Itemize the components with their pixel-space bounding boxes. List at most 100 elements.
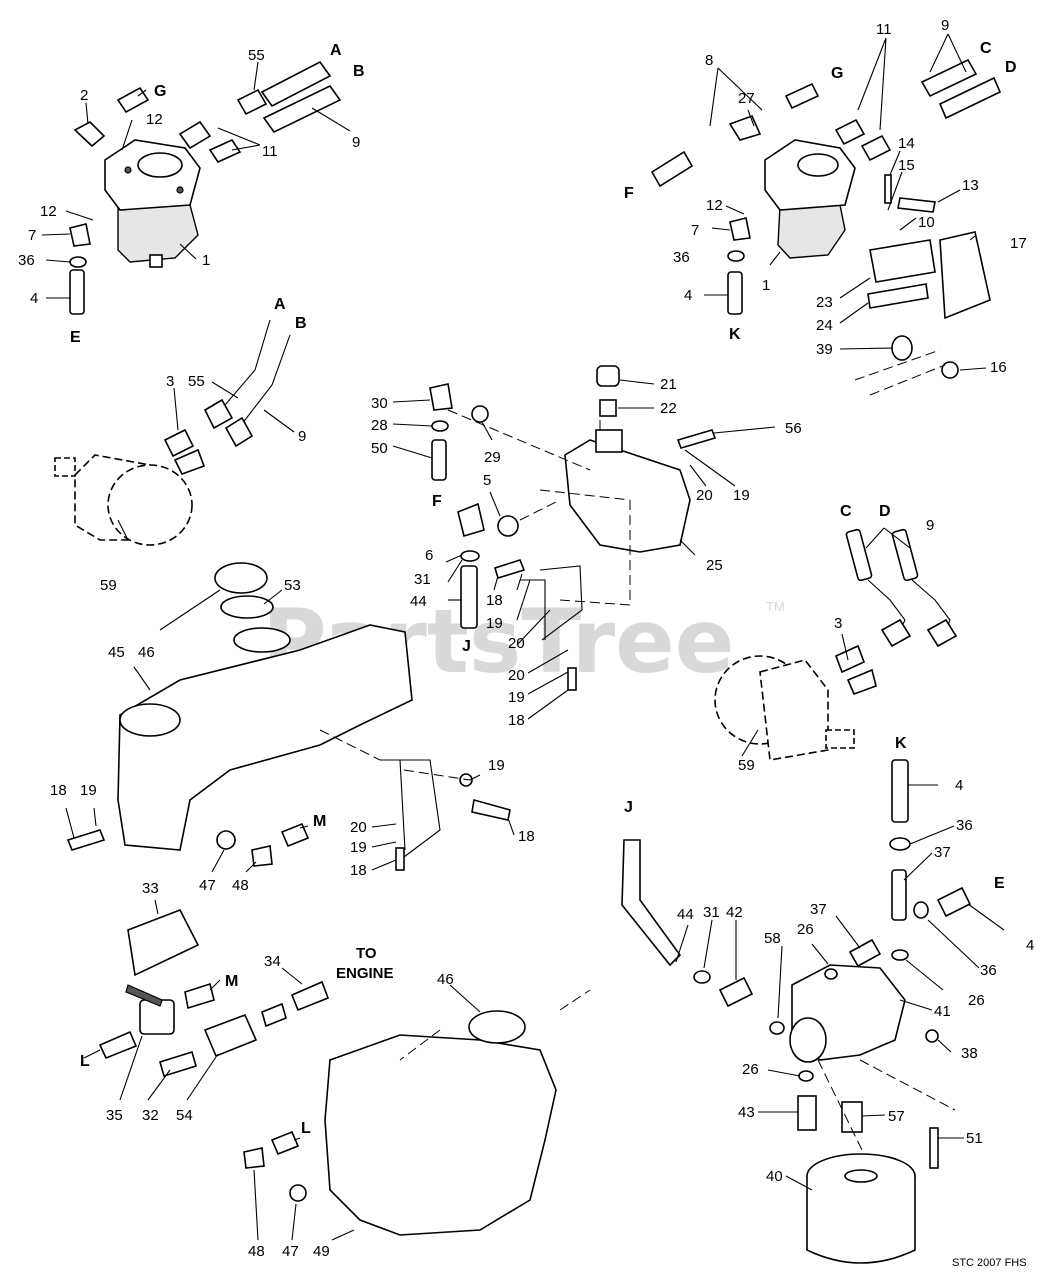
fuel-pump-right [764, 139, 856, 259]
callout: 19 [733, 487, 750, 504]
fitting-2 [73, 121, 106, 148]
spacer-39 [891, 335, 913, 361]
callout: 29 [484, 449, 501, 466]
callout: 18 [486, 592, 503, 609]
bolt-18-left [66, 829, 106, 851]
watermark-trademark: TM [766, 599, 785, 614]
callout: 3 [834, 615, 842, 632]
clamp-36-left [69, 256, 87, 268]
fitting-42 [718, 976, 754, 1008]
callout: 12 [146, 111, 163, 128]
oil-filter-40 [806, 1153, 916, 1264]
letter-label: J [624, 799, 633, 816]
letter-label: M [313, 813, 326, 830]
leader-lines [41, 33, 1005, 1241]
fitting-7-left [69, 223, 91, 247]
callout: 38 [961, 1045, 978, 1062]
callout: 11 [876, 21, 892, 38]
hose-k-top [727, 271, 743, 315]
letter-label: A [330, 42, 342, 59]
letter-label: K [729, 326, 741, 343]
callout: 51 [966, 1130, 983, 1147]
cap-46-bottom [468, 1010, 526, 1044]
hose-e-right [936, 886, 972, 918]
fitting-47-bottom [289, 1184, 307, 1202]
letter-label: L [301, 1120, 311, 1137]
callout: 36 [673, 249, 690, 266]
fittings-3-left [163, 428, 206, 475]
valve-35 [125, 984, 175, 1035]
to-engine-label-line1: TO [356, 945, 377, 962]
callout: 25 [706, 557, 723, 574]
fittings-3-right [834, 644, 877, 696]
callout: 50 [371, 440, 388, 457]
callout: 28 [371, 417, 388, 434]
letter-label: M [225, 973, 238, 990]
callout: 14 [898, 135, 915, 152]
callout: 26 [797, 921, 814, 938]
callout: 40 [766, 1168, 783, 1185]
callout: 37 [934, 844, 951, 861]
tank-mount-lines [447, 409, 631, 606]
callout: 8 [705, 52, 713, 69]
filter-housing-41 [789, 964, 906, 1063]
hose-f-mid [431, 439, 447, 481]
clamp-28 [431, 420, 449, 432]
callout: 27 [738, 90, 755, 107]
fitting-11a [178, 120, 212, 150]
bolt-13 [897, 197, 936, 213]
callout: 4 [1026, 937, 1034, 954]
letter-label: J [462, 638, 471, 655]
callout: 1 [202, 252, 210, 269]
callout: 36 [956, 817, 973, 834]
mount-outline [854, 349, 946, 396]
nipple-57 [841, 1101, 863, 1133]
callout: 41 [934, 1003, 951, 1020]
hose-k-right [891, 759, 909, 823]
callout: 53 [284, 577, 301, 594]
bolt-18-right [471, 798, 511, 821]
callout: 33 [142, 880, 159, 897]
callout: 56 [785, 420, 802, 437]
hose-j-mid [460, 565, 478, 629]
callout: 12 [706, 197, 723, 214]
callout: 18 [50, 782, 67, 799]
callout: 30 [371, 395, 388, 412]
bracket-33 [127, 908, 200, 977]
callout: 54 [176, 1107, 193, 1124]
bolt-56 [676, 429, 717, 449]
to-engine-label-line2: ENGINE [336, 965, 394, 982]
callout: 44 [410, 593, 427, 610]
callout: 10 [918, 214, 935, 231]
callout: 21 [660, 376, 677, 393]
callout: 32 [142, 1107, 159, 1124]
letter-label: K [895, 735, 907, 752]
bolt-18-lower [567, 667, 577, 691]
letter-label: B [295, 315, 307, 332]
hose-a-left [260, 60, 332, 108]
callout: 9 [926, 517, 934, 534]
callout: 55 [188, 373, 205, 390]
filter-54 [203, 1013, 258, 1058]
letter-label: L [80, 1053, 90, 1070]
hose-m-tank [280, 822, 310, 848]
bolt-18-mid [494, 559, 526, 580]
callout: 37 [810, 901, 827, 918]
grommet-5 [497, 515, 519, 537]
callout: 39 [816, 341, 833, 358]
callout: 47 [282, 1243, 299, 1260]
callout: 20 [696, 487, 713, 504]
hose-f-right [650, 150, 694, 188]
oring-26-c [798, 1070, 814, 1082]
letter-label: E [70, 329, 81, 346]
grommet-29 [471, 405, 489, 423]
callout: 36 [18, 252, 35, 269]
callout: 9 [298, 428, 306, 445]
callout: 22 [660, 400, 677, 417]
letter-label: F [624, 185, 634, 202]
callout-numbers: 55 2 12 11 9 12 7 36 4 1 8 27 11 9 14 15… [18, 17, 1034, 1260]
callout: 4 [955, 777, 963, 794]
hose-c-right [920, 58, 978, 98]
bracket-mid [520, 565, 583, 641]
cap-21 [596, 365, 620, 387]
